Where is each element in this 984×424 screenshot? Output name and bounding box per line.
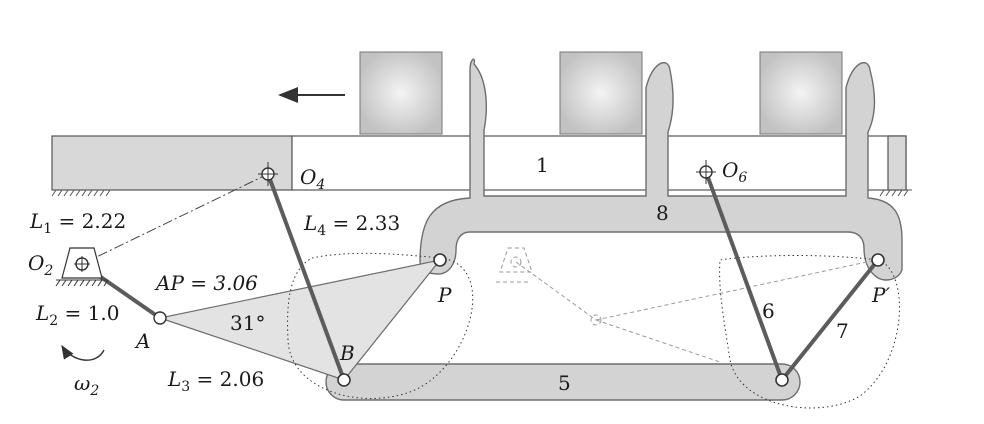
label-link-8: 8 [656, 201, 669, 225]
coupler-curve-left [287, 252, 474, 399]
label-o4: O4 [300, 165, 325, 193]
label-l1: L1 = 2.22 [29, 209, 126, 237]
label-o2: O2 [28, 251, 53, 279]
ground-link-1 [51, 135, 912, 197]
label-o6: O6 [722, 158, 747, 186]
label-link-7: 7 [836, 319, 849, 343]
link-8-comb [419, 58, 903, 281]
joint-right-bottom [775, 373, 789, 387]
box-2 [559, 51, 643, 135]
pivot-o4 [258, 162, 278, 186]
ghost-linkage [496, 247, 877, 363]
pivot-o6 [696, 160, 716, 184]
coupler-triangle [157, 259, 442, 381]
joint-p-prime [871, 253, 885, 267]
label-p-prime: P′ [871, 283, 890, 307]
box-3 [759, 51, 843, 135]
label-link-1: 1 [536, 153, 549, 177]
label-omega: ω2 [74, 371, 99, 399]
rocker-link-6 [704, 171, 784, 381]
link-5-bar [325, 363, 801, 401]
label-angle: 31° [230, 311, 265, 335]
label-b: B [339, 341, 355, 365]
rocker-link-4 [266, 173, 346, 381]
label-link-6: 6 [762, 299, 775, 323]
link-7 [780, 258, 880, 382]
ground-line-l1 [81, 173, 269, 265]
label-ap: AP = 3.06 [154, 271, 258, 295]
box-1 [359, 51, 443, 135]
joint-b [337, 373, 351, 387]
label-p: P [437, 283, 452, 307]
label-l2: L2 = 1.0 [35, 301, 119, 329]
label-link-5: 5 [558, 371, 571, 395]
pivot-o2 [55, 247, 109, 287]
label-l4: L4 = 2.33 [303, 211, 400, 239]
joint-a [153, 311, 167, 325]
coupler-curve-right [719, 255, 900, 409]
omega-arrow [61, 344, 105, 361]
label-l3: L3 = 2.06 [167, 367, 264, 395]
label-a: A [134, 329, 150, 353]
joint-p [433, 253, 447, 267]
